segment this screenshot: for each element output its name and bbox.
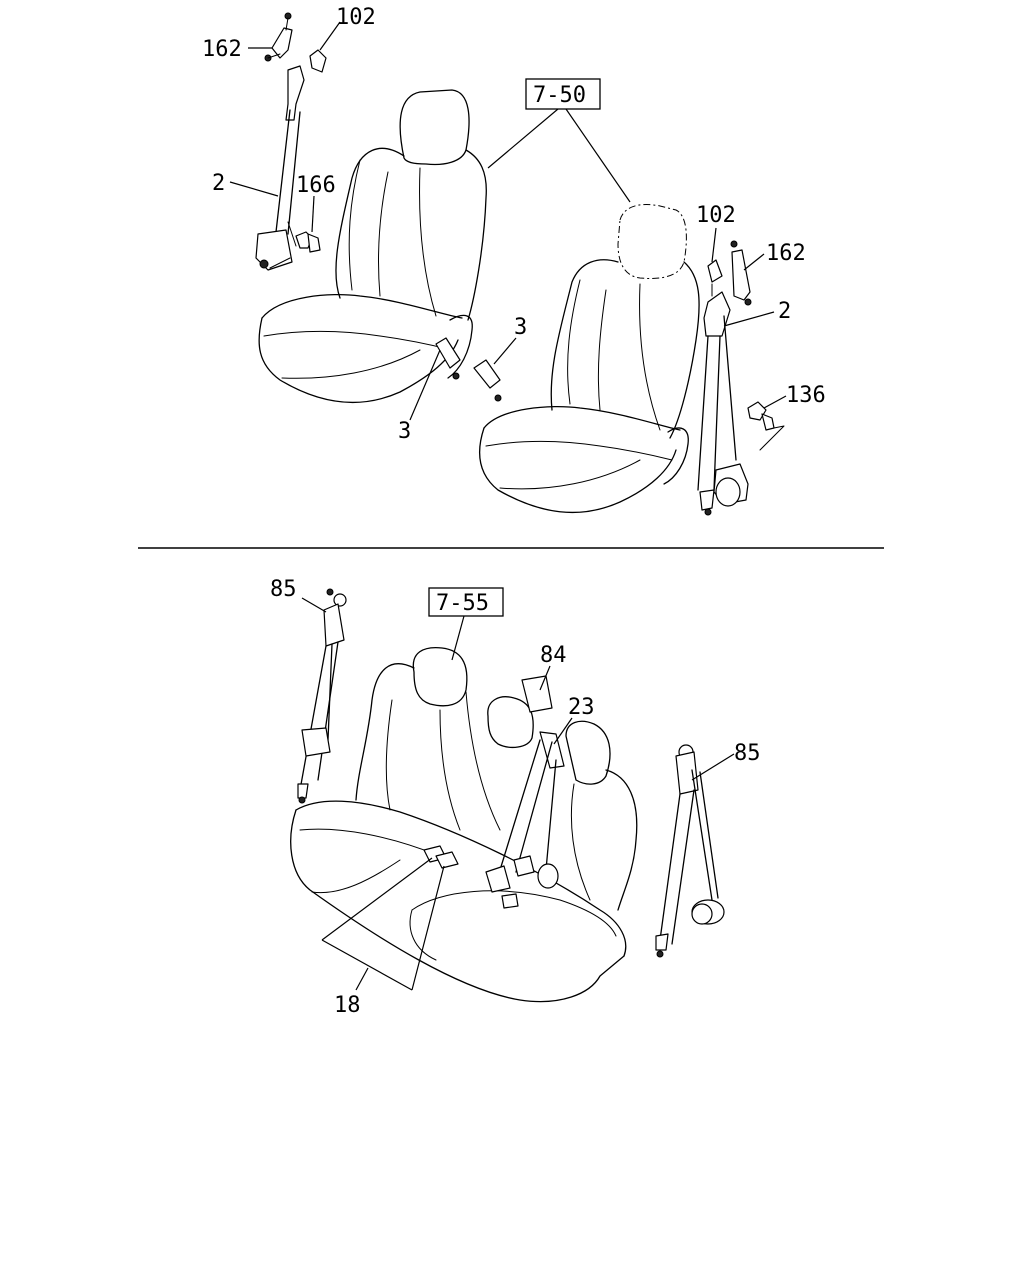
callout-85-right: 85	[734, 741, 761, 766]
ref-box-7-55[interactable]: 7-55	[428, 587, 504, 617]
front-buckle-right	[473, 359, 502, 402]
callout-136: 136	[786, 383, 826, 408]
callout-3-lower: 3	[398, 419, 411, 444]
rear-seat-section: 7-55 85 84 23 85 18	[270, 577, 761, 1018]
callout-84: 84	[540, 643, 567, 668]
front-seat-left	[258, 89, 487, 404]
rear-buckles-18	[423, 845, 459, 869]
callout-18: 18	[334, 993, 361, 1018]
ref-box-7-50[interactable]: 7-50	[525, 78, 601, 110]
callout-2-right: 2	[778, 299, 791, 324]
callout-102-left: 102	[336, 5, 376, 30]
callout-162-right: 162	[766, 241, 806, 266]
front-buckle-left	[435, 337, 461, 380]
callout-23: 23	[568, 695, 595, 720]
left-seatbelt-retractor	[255, 65, 305, 271]
bolt-166	[295, 231, 321, 253]
ref-label-7-55: 7-55	[436, 591, 489, 616]
rear-belt-center	[485, 675, 565, 909]
front-seat-right	[478, 204, 700, 514]
callout-3-upper: 3	[514, 315, 527, 340]
rear-bench-seat	[290, 646, 638, 1003]
front-seats-section: 7-50 162 102 2 166 3 3 102 162 2 136	[202, 5, 826, 516]
callout-166: 166	[296, 173, 336, 198]
bolt-136	[747, 401, 785, 451]
rear-belt-left	[297, 588, 347, 804]
callout-102-right: 102	[696, 203, 736, 228]
ref-label-7-50: 7-50	[533, 83, 586, 108]
callout-2-left: 2	[212, 171, 225, 196]
left-shoulder-anchor	[264, 12, 327, 73]
rear-belt-right	[655, 744, 725, 958]
right-shoulder-anchor	[707, 240, 752, 306]
callout-162-left: 162	[202, 37, 242, 62]
right-seatbelt-retractor	[697, 291, 749, 516]
callout-85-left: 85	[270, 577, 297, 602]
